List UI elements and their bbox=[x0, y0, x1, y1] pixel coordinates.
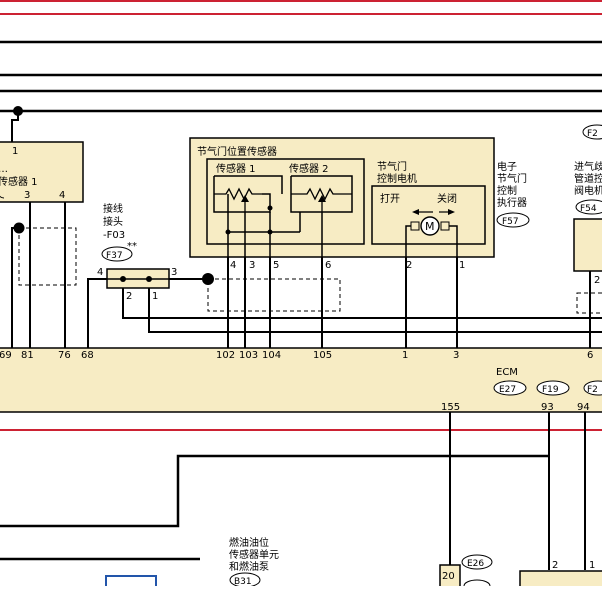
junction-pin-2: 2 bbox=[126, 291, 132, 302]
ecm-pin-76: 76 bbox=[58, 350, 71, 361]
junction-marker: ** bbox=[127, 241, 137, 252]
ecm-pin-155: 155 bbox=[441, 402, 460, 413]
ecm-module: 69 81 76 68 102 103 104 105 1 3 6 ECM E2… bbox=[0, 347, 602, 413]
ecm-pin-69: 69 bbox=[0, 350, 12, 361]
fuel-unit: 燃油油位 传感器单元 和燃油泵 B31 bbox=[105, 536, 279, 590]
tps-pin-4: 4 bbox=[230, 260, 236, 271]
fuel-label-1: 燃油油位 bbox=[229, 536, 269, 549]
junction-label-1: 接线 bbox=[103, 202, 123, 215]
ecm-connector-f2: F2 bbox=[587, 385, 598, 395]
right-label-1: 进气歧 bbox=[574, 160, 602, 173]
lower-right-pin-1: 1 bbox=[589, 560, 595, 571]
ecm-pin-103: 103 bbox=[239, 350, 258, 361]
motor-title-1: 节气门 bbox=[377, 160, 407, 173]
ecm-pin-94: 94 bbox=[577, 402, 590, 413]
ecm-pin-105: 105 bbox=[313, 350, 332, 361]
motor-close-label: 关闭 bbox=[437, 192, 457, 205]
e26-pin: 20 bbox=[442, 571, 455, 582]
ecm-connector-e27: E27 bbox=[499, 385, 516, 395]
lower-right-pin-2: 2 bbox=[552, 560, 558, 571]
right-label-3: 阀电机 bbox=[574, 184, 602, 197]
ecm-pin-1: 1 bbox=[402, 350, 408, 361]
actuator-label: 电子 节气门 控制 执行器 F57 bbox=[496, 160, 530, 228]
fuel-label-3: 和燃油泵 bbox=[229, 560, 269, 573]
motor-pin-1: 1 bbox=[459, 260, 465, 271]
sensor1-label: 传感器 1 bbox=[216, 162, 256, 175]
junction-connector-id: F37 bbox=[106, 251, 123, 261]
ecm-pin-81: 81 bbox=[21, 350, 34, 361]
left-sensor-pin-1: 1 bbox=[12, 146, 18, 157]
lower-wires bbox=[0, 412, 586, 570]
left-sensor-wires bbox=[11, 202, 77, 348]
top-bus-lines bbox=[0, 0, 602, 142]
tps-pin-5: 5 bbox=[273, 260, 279, 271]
ecm-pin-68: 68 bbox=[81, 350, 94, 361]
right-pin-2: 2 bbox=[594, 275, 600, 286]
tps-pin-3: 3 bbox=[249, 260, 255, 271]
fuel-connector: B31 bbox=[234, 577, 252, 586]
right-edge-component: F2 进气歧 管道控 阀电机 F54 2 bbox=[573, 124, 602, 348]
sensor2-label: 传感器 2 bbox=[289, 162, 329, 175]
right-connector-top: F2 bbox=[587, 129, 598, 139]
ecm-pin-3: 3 bbox=[453, 350, 459, 361]
throttle-assembly: 节气门位置传感器 传感器 1 传感器 2 4 3 5 6 节气门 控制电机 打开 bbox=[189, 137, 495, 271]
left-sensor-label-2: 传感器 1 bbox=[0, 175, 38, 188]
motor-pin-2: 2 bbox=[406, 260, 412, 271]
throttle-ecm-wires bbox=[227, 257, 458, 348]
right-connector: F54 bbox=[580, 204, 597, 214]
ecm-pin-104: 104 bbox=[262, 350, 281, 361]
left-sensor-label-1: … bbox=[0, 164, 8, 175]
ecm-pin-93: 93 bbox=[541, 402, 554, 413]
junction-connector: 接线 接头 -F03 F37 ** 4 3 2 1 bbox=[87, 202, 602, 348]
actuator-line-1: 电子 bbox=[497, 160, 517, 173]
junction-label-3: -F03 bbox=[103, 230, 125, 241]
motor-open-label: 打开 bbox=[380, 192, 400, 205]
left-sensor-pin-4: 4 bbox=[59, 190, 65, 201]
left-sensor-component: 1 … 传感器 1 3 4 bbox=[0, 141, 84, 203]
ecm-connector-f19: F19 bbox=[542, 385, 559, 395]
ecm-label: ECM bbox=[496, 367, 518, 378]
junction-pin-3: 3 bbox=[171, 267, 177, 278]
fuel-label-2: 传感器单元 bbox=[229, 548, 279, 561]
actuator-line-4: 执行器 bbox=[497, 196, 527, 209]
actuator-connector: F57 bbox=[502, 217, 519, 227]
throttle-sensor-title: 节气门位置传感器 bbox=[197, 145, 277, 158]
tps-pin-6: 6 bbox=[325, 260, 331, 271]
actuator-line-3: 控制 bbox=[497, 184, 517, 197]
left-sensor-pin-3: 3 bbox=[24, 190, 30, 201]
right-label-2: 管道控 bbox=[574, 172, 602, 185]
junction-pin-1: 1 bbox=[152, 291, 158, 302]
junction-pin-4: 4 bbox=[97, 267, 103, 278]
ecm-pin-6: 6 bbox=[587, 350, 593, 361]
junction-label-2: 接头 bbox=[103, 215, 123, 228]
e26-connector: E26 bbox=[467, 559, 484, 569]
motor-title-2: 控制电机 bbox=[377, 172, 417, 185]
e26-connector-group: E26 20 bbox=[439, 554, 493, 590]
motor-symbol: M bbox=[425, 220, 435, 233]
lower-right-component: 2 1 bbox=[519, 560, 602, 590]
ecm-pin-102: 102 bbox=[216, 350, 235, 361]
actuator-line-2: 节气门 bbox=[497, 172, 527, 185]
